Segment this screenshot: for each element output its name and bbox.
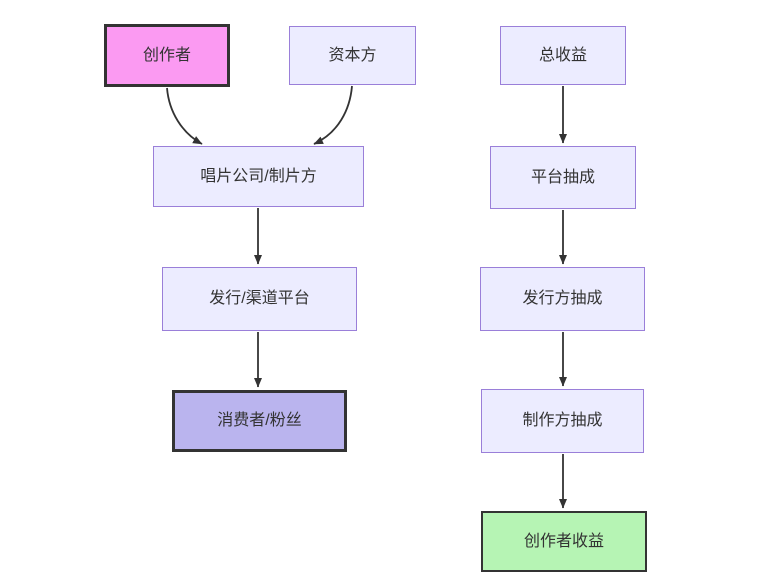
- node-distribution-platform-label: 发行/渠道平台: [209, 290, 310, 308]
- node-capital-label: 资本方: [328, 46, 377, 64]
- edge-capital-to-record-company: [313, 85, 353, 145]
- node-distributor-cut: 发行方抽成: [480, 267, 645, 331]
- node-platform-cut: 平台抽成: [490, 146, 636, 209]
- node-distribution-platform: 发行/渠道平台: [162, 267, 357, 331]
- node-total-revenue: 总收益: [500, 26, 626, 85]
- node-creator-revenue: 创作者收益: [481, 511, 647, 572]
- node-capital: 资本方: [289, 26, 416, 85]
- node-total-revenue-label: 总收益: [538, 46, 587, 64]
- node-record-company-label: 唱片公司/制片方: [200, 167, 317, 185]
- node-consumer-label: 消费者/粉丝: [217, 412, 302, 430]
- node-creator: 创作者: [104, 24, 230, 87]
- node-consumer: 消费者/粉丝: [172, 390, 347, 452]
- node-distributor-cut-label: 发行方抽成: [522, 290, 603, 308]
- edge-creator-to-record-company: [166, 87, 203, 145]
- node-producer-cut: 制作方抽成: [481, 389, 644, 453]
- node-creator-label: 创作者: [142, 46, 191, 64]
- node-producer-cut-label: 制作方抽成: [522, 412, 603, 430]
- node-record-company: 唱片公司/制片方: [153, 146, 364, 207]
- node-platform-cut-label: 平台抽成: [530, 168, 595, 186]
- node-creator-revenue-label: 创作者收益: [523, 532, 604, 550]
